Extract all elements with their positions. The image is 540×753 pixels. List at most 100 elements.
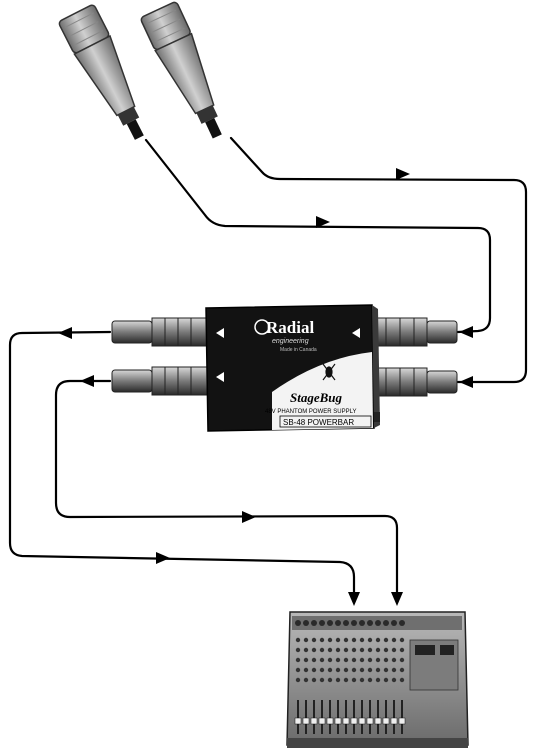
knob-icon <box>335 667 341 673</box>
knob-icon <box>359 647 365 653</box>
knob-icon <box>295 657 301 663</box>
knob-icon <box>391 657 397 663</box>
knob-icon <box>399 667 405 673</box>
knob-icon <box>319 647 325 653</box>
knob-icon <box>359 657 365 663</box>
knob-icon <box>343 657 349 663</box>
knob-icon <box>327 677 333 683</box>
knob-icon <box>319 677 325 683</box>
jack-icon <box>399 620 405 626</box>
fader-slot <box>337 700 339 734</box>
made-in-label: Made in Canada <box>280 347 317 353</box>
jack-icon <box>303 620 309 626</box>
fader-cap-icon <box>310 717 318 725</box>
knob-icon <box>295 667 301 673</box>
xlr-connector-icon <box>371 317 458 347</box>
fader-slot <box>377 700 379 734</box>
fader-cap-icon <box>334 717 342 725</box>
jack-icon <box>335 620 341 626</box>
jack-icon <box>351 620 357 626</box>
knob-icon <box>335 677 341 683</box>
knob-icon <box>399 677 405 683</box>
knob-icon <box>367 677 373 683</box>
knob-icon <box>343 667 349 673</box>
fader-slot <box>401 700 403 734</box>
jack-icon <box>327 620 333 626</box>
knob-icon <box>399 647 405 653</box>
jack-icon <box>359 620 365 626</box>
knob-icon <box>383 677 389 683</box>
knob-icon <box>327 637 333 643</box>
knob-icon <box>391 647 397 653</box>
knob-icon <box>383 637 389 643</box>
fader-cap-icon <box>302 717 310 725</box>
knob-icon <box>375 647 381 653</box>
knob-icon <box>311 677 317 683</box>
knob-icon <box>343 647 349 653</box>
fader-slot <box>361 700 363 734</box>
fader-slot <box>321 700 323 734</box>
brand-subtitle: engineering <box>272 338 309 345</box>
jack-icon <box>319 620 325 626</box>
bug-icon <box>322 363 336 381</box>
flow-arrows <box>58 168 473 606</box>
knob-icon <box>351 667 357 673</box>
knob-icon <box>327 657 333 663</box>
knob-icon <box>319 667 325 673</box>
knob-icon <box>375 677 381 683</box>
fader-slot <box>305 700 307 734</box>
fader-cap-icon <box>326 717 334 725</box>
knob-icon <box>303 667 309 673</box>
knob-icon <box>311 637 317 643</box>
knob-icon <box>303 637 309 643</box>
knob-icon <box>319 657 325 663</box>
knob-icon <box>327 647 333 653</box>
knob-icon <box>303 657 309 663</box>
model-number: SB-48 POWERBAR <box>283 418 354 427</box>
knob-icon <box>375 657 381 663</box>
supply-label: 48V PHANTOM POWER SUPPLY <box>265 409 356 415</box>
brand-name: Radial <box>266 318 314 337</box>
fader-cap-icon <box>294 717 302 725</box>
jack-icon <box>367 620 373 626</box>
cable-mic1-to-input1 <box>144 138 492 334</box>
port-arrow-icon <box>216 328 224 338</box>
cable-mic2-to-input2 <box>229 136 528 384</box>
knob-icon <box>383 667 389 673</box>
cable-output1-to-mixer <box>8 330 356 604</box>
port-arrow-icon <box>216 372 224 382</box>
fader-cap-icon <box>318 717 326 725</box>
fader-cap-icon <box>390 717 398 725</box>
arrow-icon <box>80 375 94 387</box>
arrow-icon <box>242 511 256 523</box>
fader-slot <box>353 700 355 734</box>
mixing-console-icon <box>286 611 469 748</box>
xlr-connector-icon <box>371 367 458 397</box>
knob-icon <box>367 657 373 663</box>
fader-cap-icon <box>374 717 382 725</box>
knob-icon <box>367 667 373 673</box>
jack-icon <box>375 620 381 626</box>
knob-icon <box>359 637 365 643</box>
arrow-icon <box>348 592 360 606</box>
arrow-icon <box>316 216 330 228</box>
knob-icon <box>359 667 365 673</box>
cable-output2-to-mixer <box>54 379 399 604</box>
knob-icon <box>391 637 397 643</box>
fader-slot <box>393 700 395 734</box>
knob-icon <box>367 637 373 643</box>
jack-icon <box>295 620 301 626</box>
knob-icon <box>335 637 341 643</box>
microphone-1 <box>58 4 144 140</box>
knob-icon <box>367 647 373 653</box>
knob-icon <box>303 647 309 653</box>
knob-icon <box>343 677 349 683</box>
jack-icon <box>383 620 389 626</box>
mixing-console <box>286 611 469 748</box>
xlr-connector-icon <box>111 317 208 347</box>
port-arrow-icon <box>352 328 360 338</box>
mic-icon <box>58 4 144 140</box>
stagebug-powerbar: Radial engineering Made in Canada StageB… <box>205 304 380 432</box>
knob-icon <box>391 667 397 673</box>
